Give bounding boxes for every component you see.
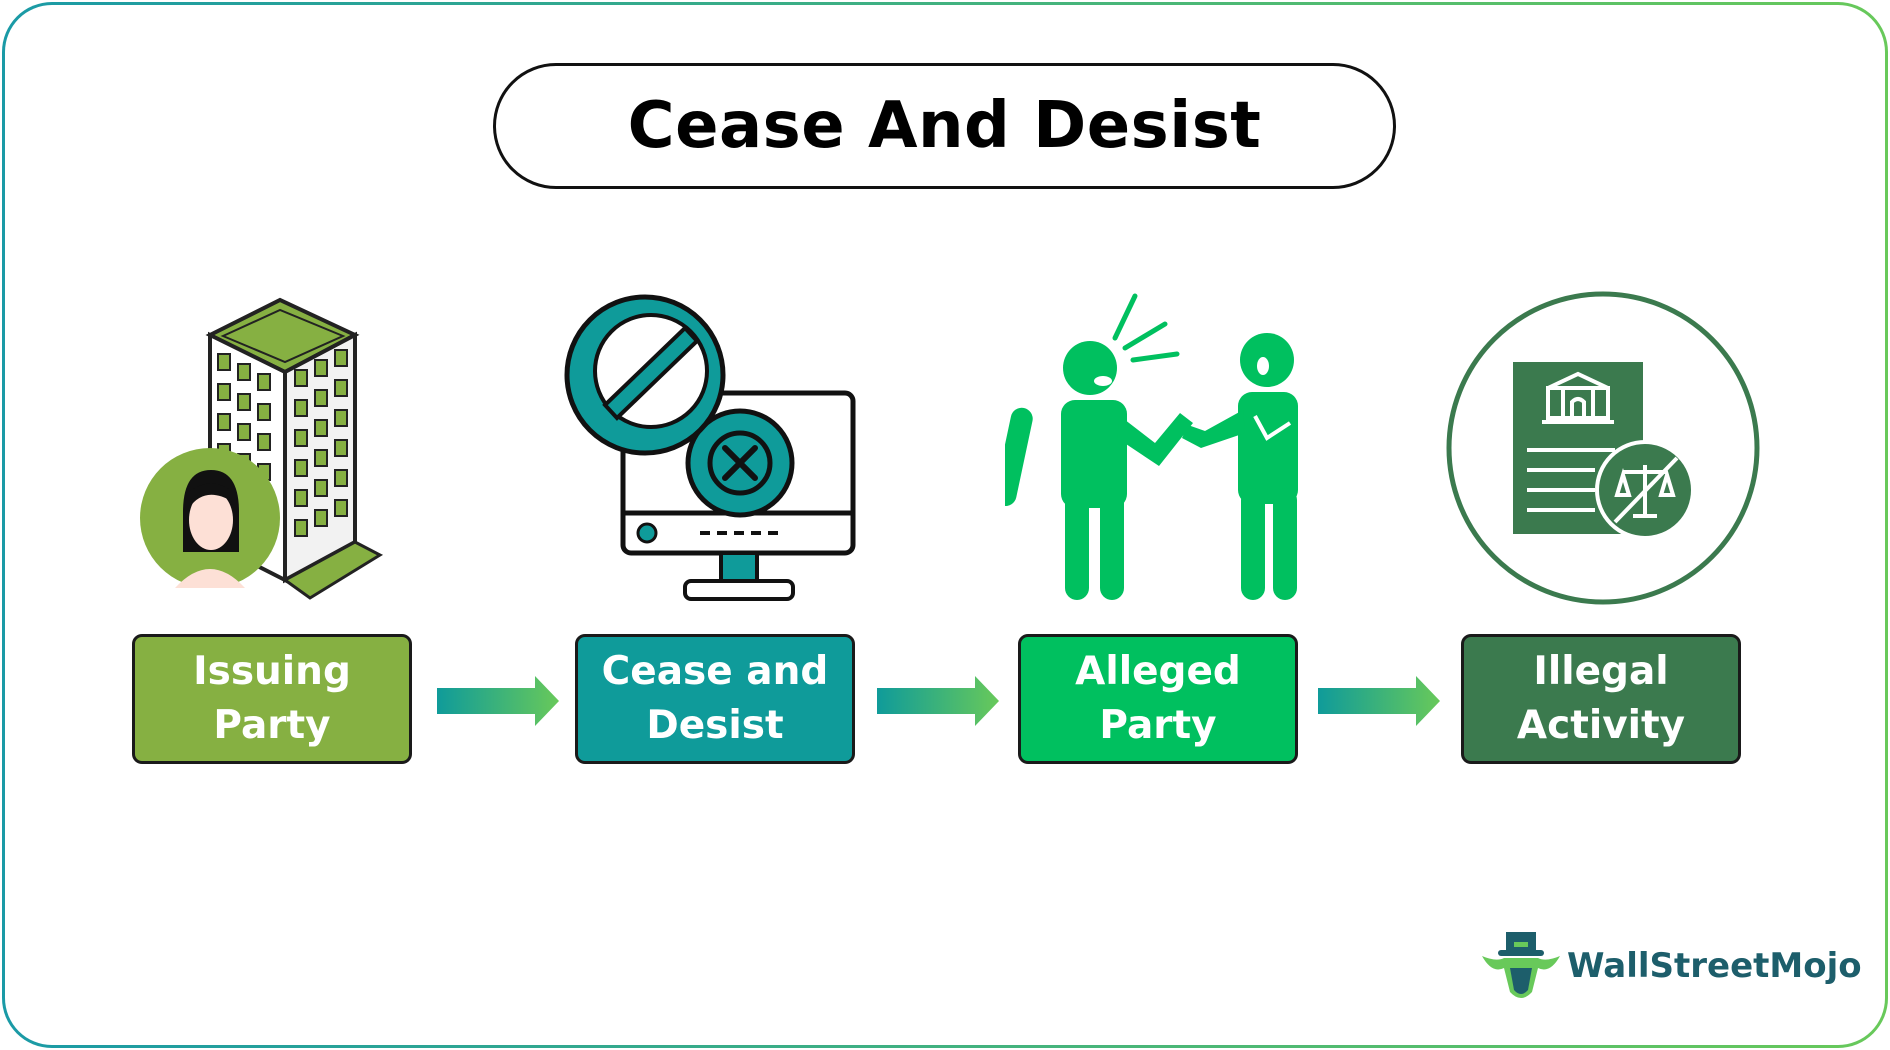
step-label: Illegal Activity (1516, 649, 1686, 748)
prohibited-monitor-icon (564, 294, 856, 601)
arrow-right-icon (877, 676, 999, 726)
diagram-title: Cease And Desist (627, 89, 1262, 163)
illegal-document-icon (1446, 291, 1760, 605)
step-alleged-party: Alleged Party (1018, 634, 1298, 764)
title-pill: Cease And Desist (493, 63, 1396, 189)
step-label: Alleged Party (1075, 649, 1241, 748)
brand-name: WallStreetMojo (1567, 946, 1862, 986)
step-label: Cease and Desist (601, 649, 829, 748)
step-cease-and-desist: Cease and Desist (575, 634, 855, 764)
wallstreetmojo-bull-logo-icon (1482, 932, 1560, 998)
office-building-woman-icon (140, 297, 384, 600)
arrow-right-icon (437, 676, 559, 726)
step-issuing-party: Issuing Party (132, 634, 412, 764)
arguing-people-icon (1005, 293, 1298, 600)
step-label: Issuing Party (193, 649, 351, 748)
step-illegal-activity: Illegal Activity (1461, 634, 1741, 764)
arrow-right-icon (1318, 676, 1440, 726)
